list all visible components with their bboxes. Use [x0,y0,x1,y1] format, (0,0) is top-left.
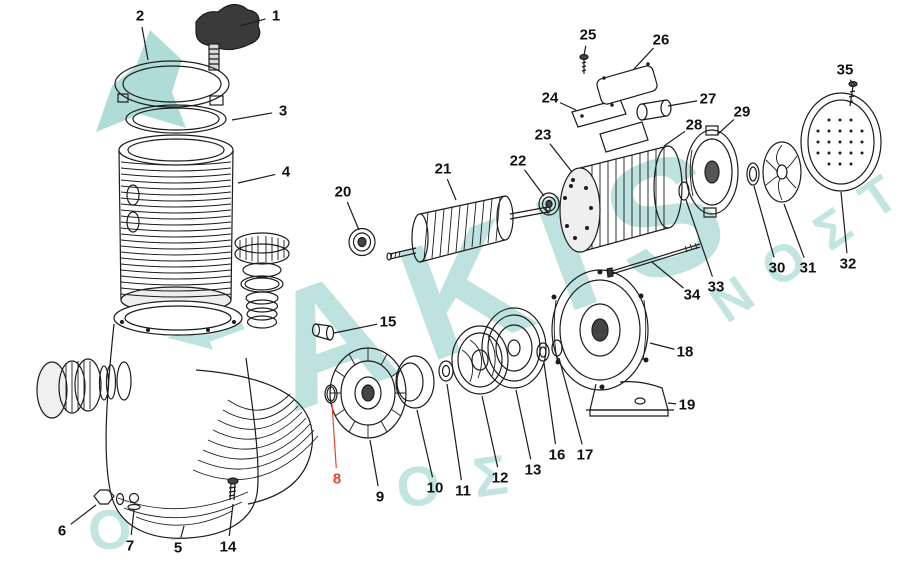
callout-12: 12 [491,469,509,487]
callout-32: 32 [839,255,857,273]
callout-29: 29 [733,103,751,121]
callout-16: 16 [548,446,566,464]
part-rotor-shaft [386,195,551,263]
callout-11: 11 [455,482,471,500]
leader-line-16 [543,362,557,445]
part-fan [762,141,802,203]
leader-line-30 [753,185,775,258]
part-fan-cover [800,80,882,192]
part-impeller-cover [395,355,435,409]
leader-line-11 [446,383,462,481]
leader-line-20 [346,201,360,231]
callout-35: 35 [836,61,854,79]
leader-line-31 [783,203,805,258]
leader-line-35 [849,79,853,84]
leader-line-9 [369,439,379,487]
leader-line-6 [70,504,97,525]
part-drain-plug [93,489,125,506]
leader-line-8 [331,403,337,469]
callout-18: 18 [676,343,694,361]
callout-33: 33 [707,278,725,296]
leader-line-17 [558,357,583,445]
leader-line-14 [228,503,234,537]
leader-line-24 [559,102,577,111]
part-end-bell [678,125,739,218]
callout-10: 10 [426,479,444,497]
leader-line-18 [649,342,675,350]
callout-17: 17 [576,446,594,464]
part-seal-plate [329,347,407,439]
callout-21: 21 [434,160,452,178]
callout-24: 24 [541,89,559,107]
callout-27: 27 [699,90,717,108]
part-bearing-front [348,227,376,257]
part-impeller [451,325,509,395]
callout-26: 26 [652,31,670,49]
leader-line-21 [446,178,457,201]
callout-7: 7 [125,537,135,555]
leader-line-10 [416,409,434,478]
part-seal-16 [536,342,550,362]
callout-34: 34 [683,286,701,304]
leader-line-1 [239,18,266,27]
callout-15: 15 [379,313,397,331]
leader-line-34 [651,261,684,289]
part-circlip [678,181,690,201]
callout-22: 22 [509,152,527,170]
leader-line-33 [685,199,713,277]
part-wave-washer [746,162,760,186]
callout-30: 30 [768,259,786,277]
callout-31: 31 [799,259,817,277]
part-clamp-ring [114,60,230,108]
leader-line-25 [583,45,587,56]
leader-line-29 [717,118,735,135]
part-bearing-rear [538,192,560,216]
callout-4: 4 [281,163,291,181]
leader-line-5 [180,525,185,538]
part-pump-body [36,232,319,539]
leader-line-22 [524,169,545,197]
callout-3: 3 [278,102,288,120]
part-terminal-cover [579,53,658,105]
leader-line-27 [667,100,698,107]
leader-line-15 [333,323,378,334]
leader-line-26 [633,47,654,70]
part-body-screw [227,477,239,501]
callout-2: 2 [135,7,145,25]
leader-line-3 [231,112,273,121]
leader-line-19 [667,402,677,405]
callout-13: 13 [524,461,542,479]
part-motor-bracket [551,269,674,417]
part-lid-oring [125,104,227,134]
part-plug-bolt [127,492,141,511]
part-motor-stator [559,98,683,253]
callout-19: 19 [678,396,696,414]
callout-8: 8 [332,470,342,488]
callout-5: 5 [173,539,183,557]
leader-line-2 [141,26,149,61]
callout-28: 28 [685,116,703,134]
part-small-plug [311,323,335,341]
callout-6: 6 [57,522,67,540]
leader-line-4 [237,173,276,184]
leader-line-13 [515,389,532,460]
leader-line-28 [663,130,686,147]
part-diffuser [481,307,547,389]
callout-20: 20 [334,183,352,201]
callout-9: 9 [375,488,385,506]
leader-line-32 [840,191,848,254]
part-capacitor [636,99,672,121]
callout-25: 25 [579,26,597,44]
callout-23: 23 [534,126,552,144]
leader-line-23 [549,143,573,173]
leader-line-12 [481,395,499,468]
part-lid-knob [195,3,261,71]
leader-line-7 [130,509,135,536]
callout-1: 1 [271,7,281,25]
callout-14: 14 [219,538,237,556]
part-through-bolt [606,242,701,278]
